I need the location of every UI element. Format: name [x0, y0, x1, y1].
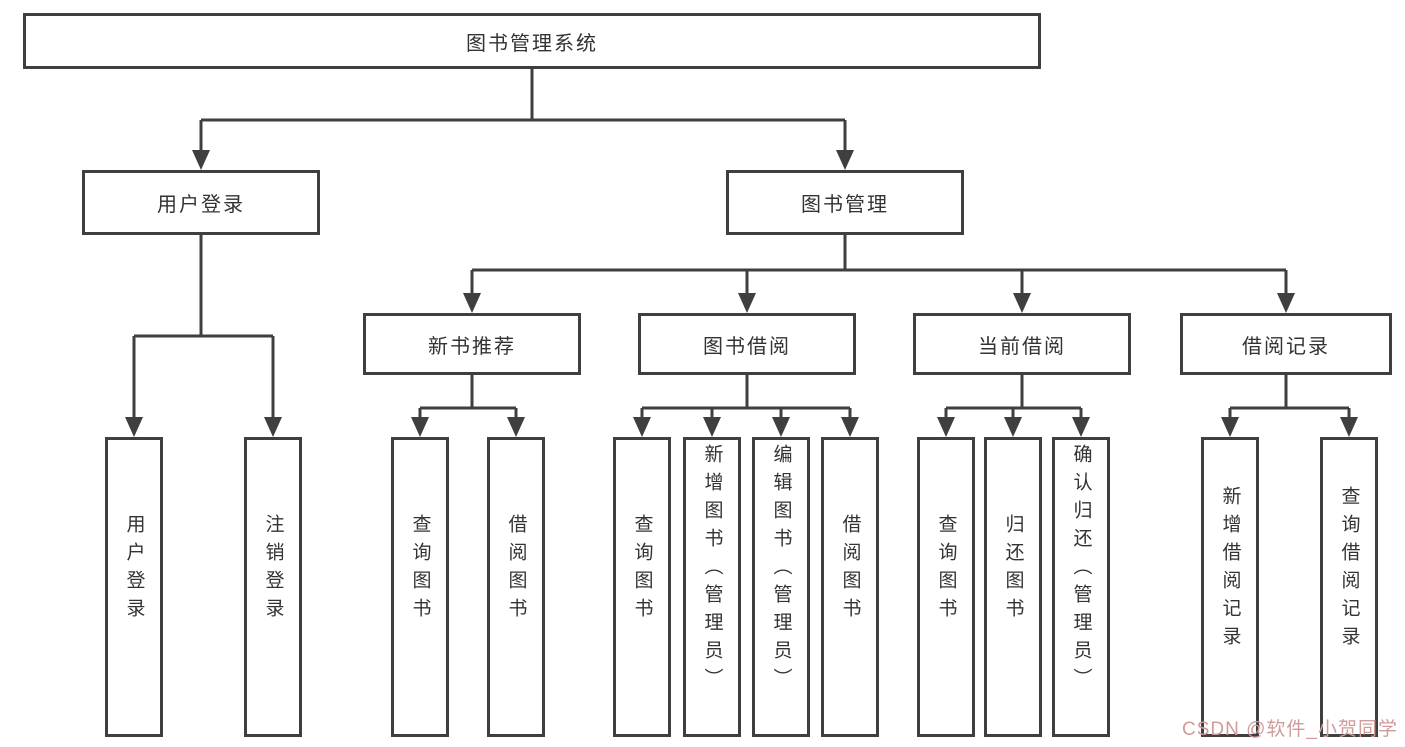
- leaf-confirm-return-admin: 确认归还（管理员）: [1052, 437, 1110, 737]
- node-new-book-recommend: 新书推荐: [363, 313, 581, 375]
- leaf-query-borrow-record: 查询借阅记录: [1320, 437, 1378, 737]
- node-root-system: 图书管理系统: [23, 13, 1041, 69]
- leaf-edit-book-admin: 编辑图书（管理员）: [752, 437, 810, 737]
- connector-book-borrow-branch: [633, 375, 859, 437]
- csdn-watermark: CSDN @软件_小贺同学: [1182, 719, 1398, 740]
- leaf-query-book-recommend: 查询图书: [391, 437, 449, 737]
- connector-root-to-level2: [192, 69, 854, 170]
- connector-new-book-branch: [411, 375, 525, 437]
- leaf-add-book-admin: 新增图书（管理员）: [683, 437, 741, 737]
- leaf-user-login: 用户登录: [105, 437, 163, 737]
- node-current-borrow: 当前借阅: [913, 313, 1131, 375]
- leaf-borrow-book: 借阅图书: [821, 437, 879, 737]
- leaf-logout: 注销登录: [244, 437, 302, 737]
- leaf-return-book: 归还图书: [984, 437, 1042, 737]
- node-user-login: 用户登录: [82, 170, 320, 235]
- leaf-borrow-book-recommend: 借阅图书: [487, 437, 545, 737]
- leaf-query-book-current: 查询图书: [917, 437, 975, 737]
- connector-borrow-record-branch: [1221, 375, 1358, 437]
- connector-user-login-branch: [125, 235, 282, 437]
- connector-book-management-branch: [463, 235, 1295, 313]
- leaf-query-book-borrow: 查询图书: [613, 437, 671, 737]
- node-book-management: 图书管理: [726, 170, 964, 235]
- connector-current-borrow-branch: [937, 375, 1090, 437]
- leaf-add-borrow-record: 新增借阅记录: [1201, 437, 1259, 737]
- node-book-borrow: 图书借阅: [638, 313, 856, 375]
- node-borrow-record: 借阅记录: [1180, 313, 1392, 375]
